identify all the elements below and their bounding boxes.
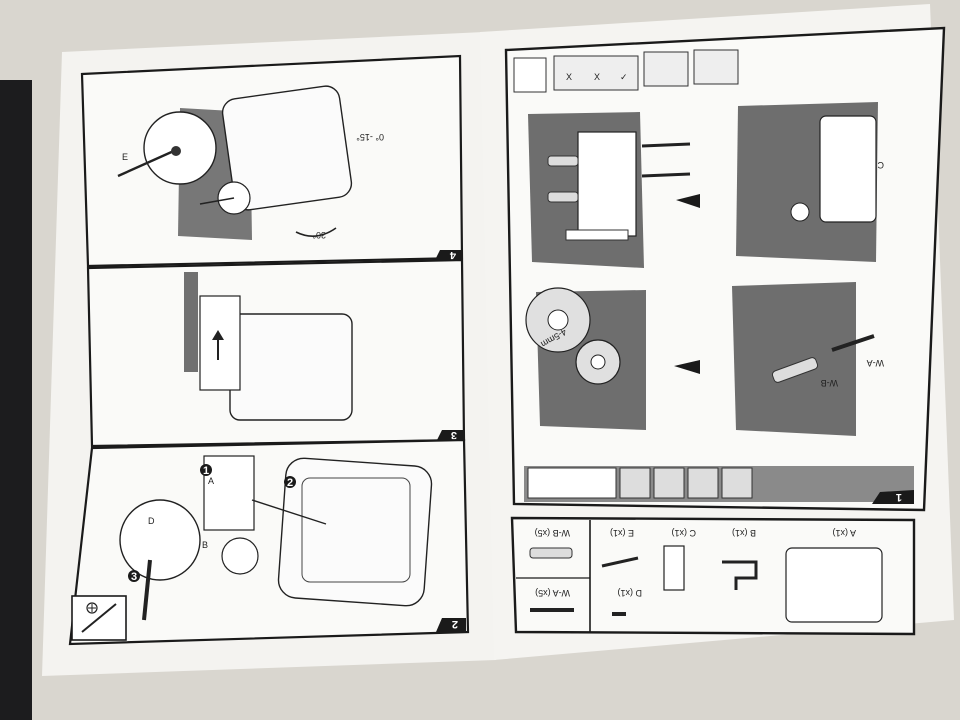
step-4-panel: E 0° -15° 30° 4 [80,54,464,268]
part-label-c: C (x1) [671,528,696,538]
part-label-b: B (x1) [732,528,756,538]
part-label-wb: W-B (x5) [535,528,570,538]
step2-label-a: A [208,476,214,486]
step1-label-wa: W-A [867,358,884,368]
callout-2: 2 [287,477,293,489]
svg-text:✓: ✓ [620,72,628,82]
parts-list-panel: A (x1) B (x1) C (x1) D (x1) E (x1) W-A (… [510,516,916,636]
step-1-number: 1 [896,491,902,503]
swivel-angle-label: 30° [312,230,326,240]
left-sheet: E 0° -15° 30° 4 3 [42,32,496,676]
step1-label-c: C [877,160,884,170]
part-label-e: E (x1) [610,528,634,538]
step-2-number: 2 [452,618,458,630]
part-label-wa: W-A (x5) [535,588,570,598]
tilt-angle-label: 0° -15° [356,132,384,142]
step-3-number: 3 [451,429,457,441]
part-wb-icon [529,547,573,559]
svg-text:X: X [566,72,572,82]
right-sheet: X X ✓ C 4-5mm [480,4,954,660]
part-b-icon [722,560,758,590]
step-3-panel: 3 [86,258,466,448]
tool-strip-top: X X ✓ [513,49,739,93]
screwdriver-icon [86,602,98,614]
callout-1: 1 [203,465,209,477]
tool-strip-bottom [524,466,914,502]
part-label-a: A (x1) [832,528,856,538]
arrow-left-icon [676,194,700,208]
step2-label-b: B [202,540,208,550]
step-4-number: 4 [449,249,456,261]
svg-text:X: X [594,72,600,82]
step2-label-d: D [148,516,155,526]
part-label-d: D (x1) [617,588,642,598]
dark-edge [0,80,32,720]
part-a-icon [785,547,883,623]
callout-3: 3 [131,571,137,583]
part-c-icon [663,545,685,591]
step-1-panel: X X ✓ C 4-5mm [504,26,946,512]
part-e-icon [601,556,639,568]
step4-label-e: E [122,152,128,162]
step-2-panel: 1 2 3 A B D 2 [68,438,470,646]
step1-label-wb: W-B [821,378,838,388]
